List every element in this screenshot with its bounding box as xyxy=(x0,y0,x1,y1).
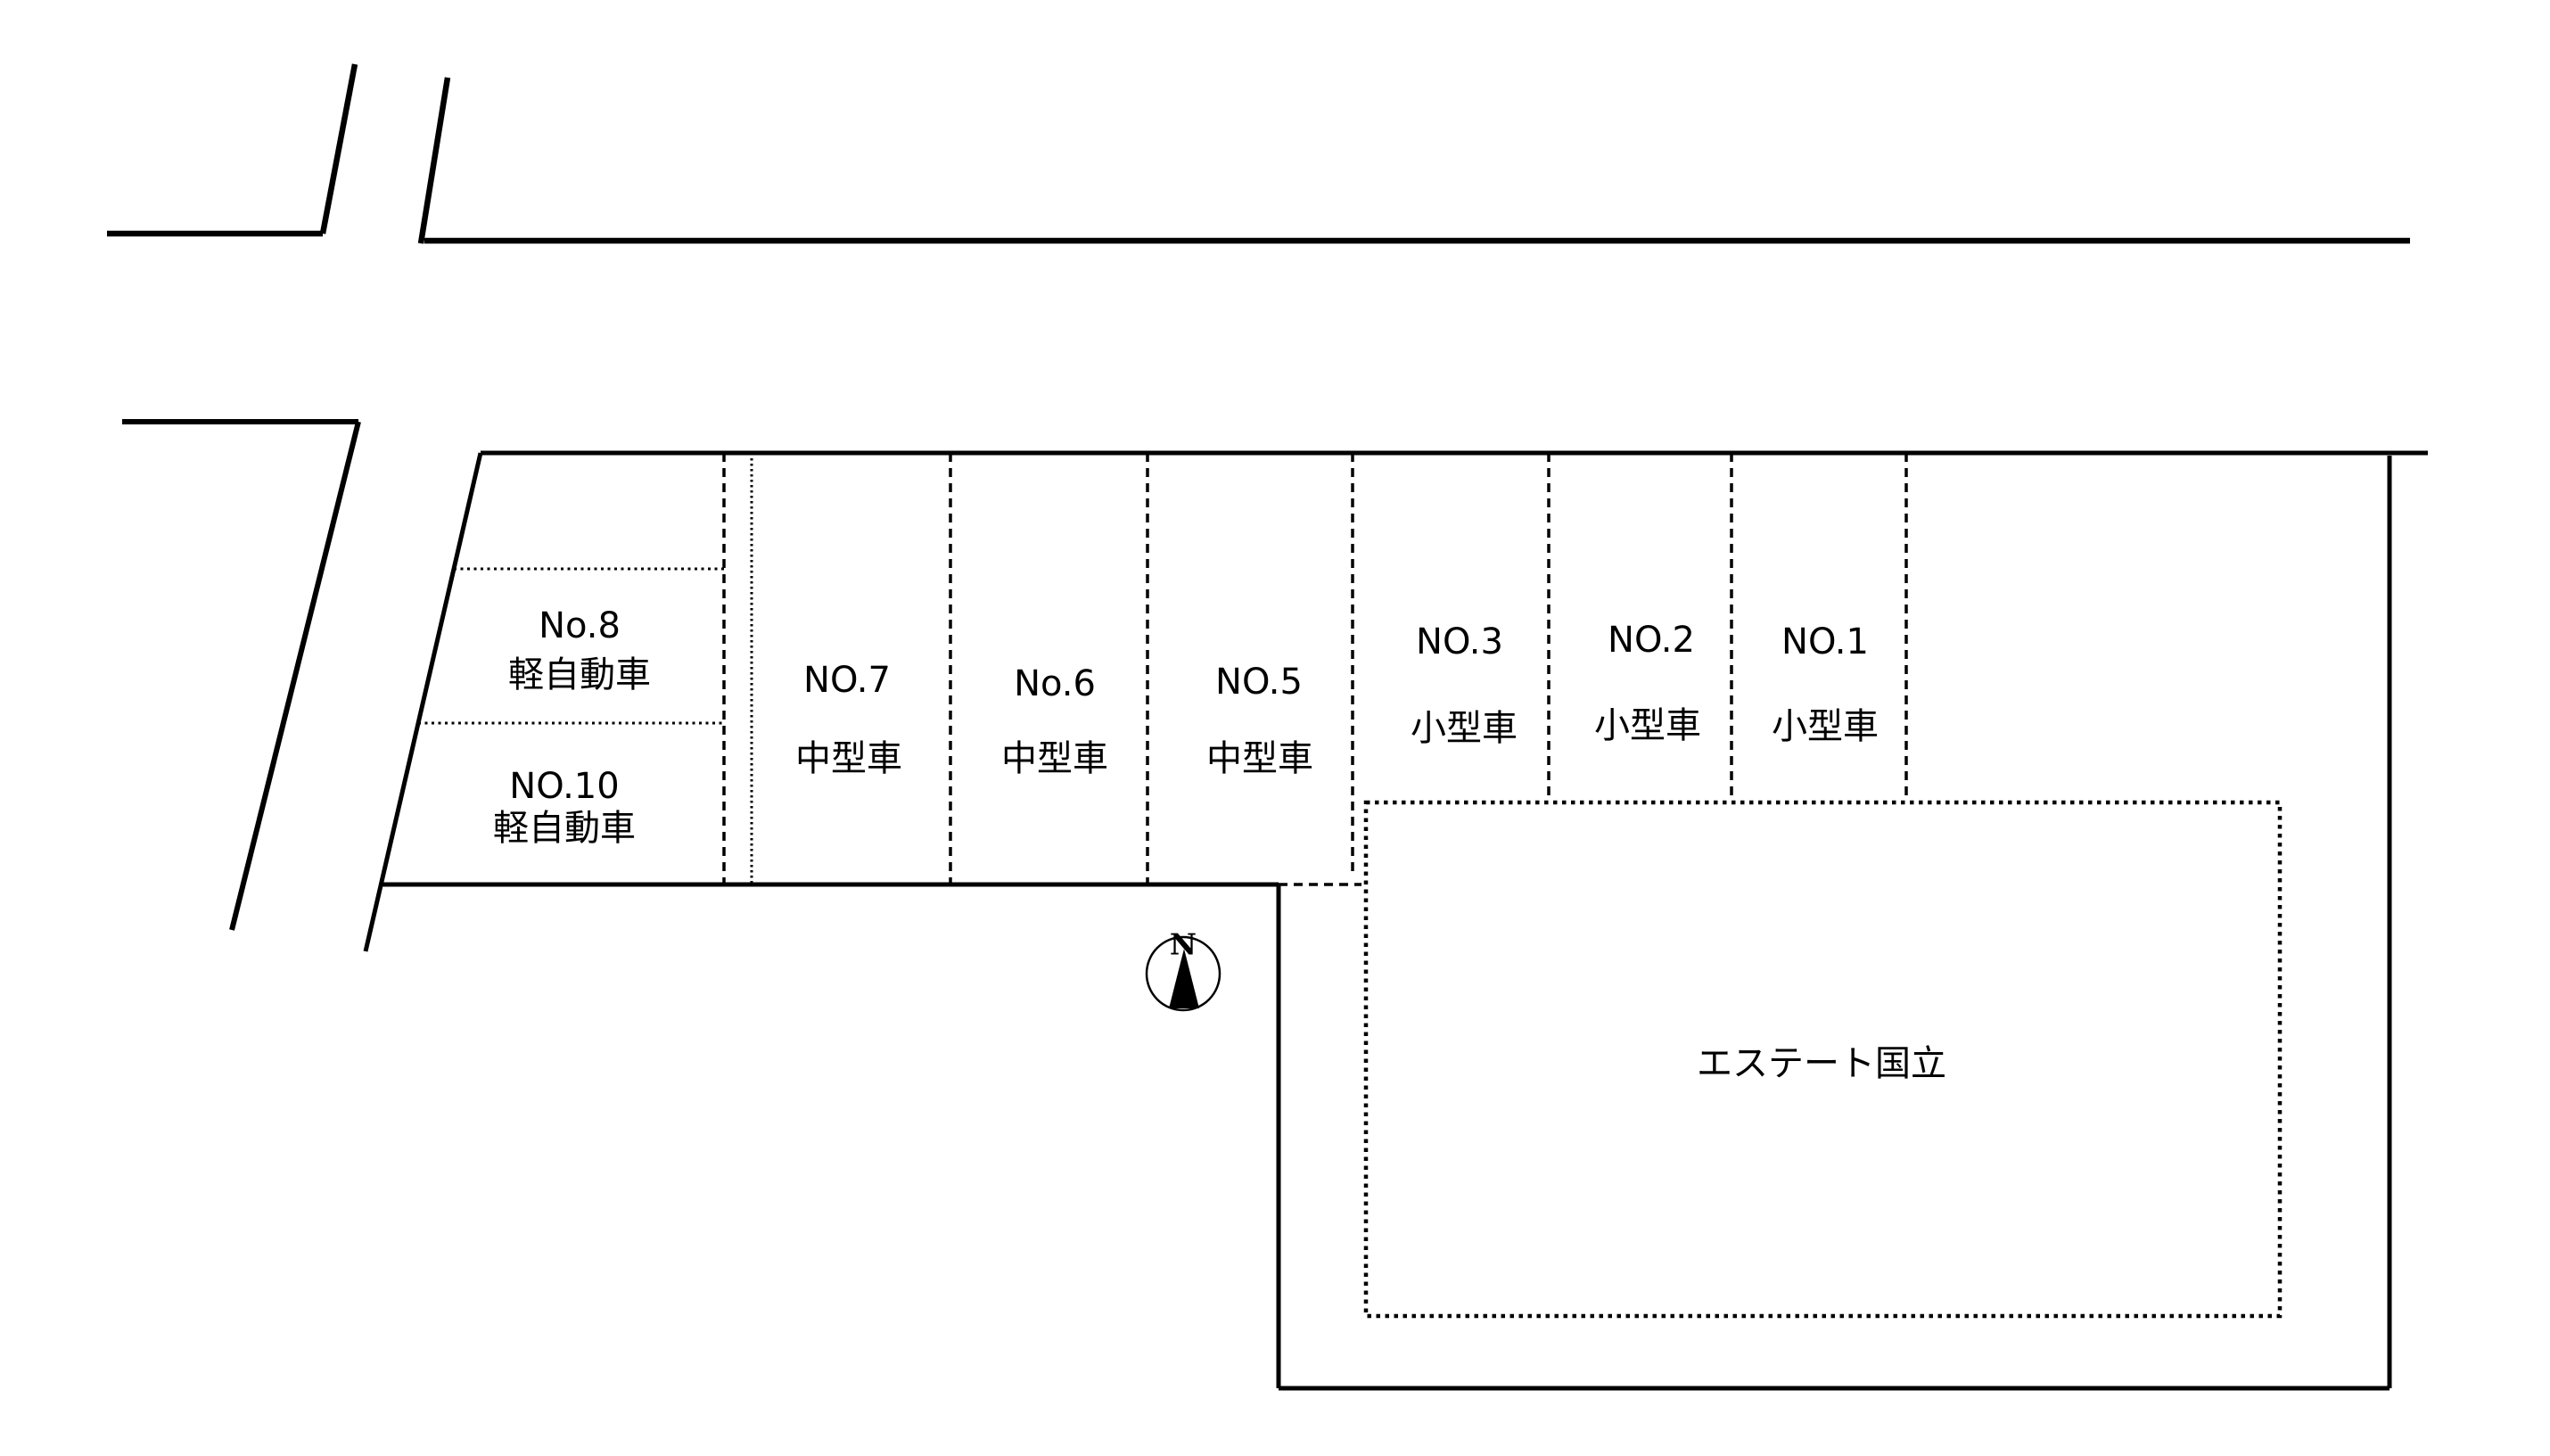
space-no1-type: 小型車 xyxy=(1772,706,1879,747)
space-no10-number: NO.10 xyxy=(509,766,620,807)
space-no2-type: 小型車 xyxy=(1594,705,1701,746)
building-dotted-rect xyxy=(1363,800,2283,1319)
space-no3-number: NO.3 xyxy=(1416,621,1503,662)
space-no3-type: 小型車 xyxy=(1411,708,1518,749)
space-no2-number: NO.2 xyxy=(1608,620,1695,661)
road-break-mark xyxy=(417,77,451,244)
space-no5-number: NO.5 xyxy=(1215,662,1303,703)
building-outline xyxy=(1363,800,2283,1319)
space-no6-number: No.6 xyxy=(1014,663,1096,704)
compass-north-label: N xyxy=(1169,926,1197,962)
road-edge-left xyxy=(122,419,361,931)
space-no5-type: 中型車 xyxy=(1206,738,1313,779)
road-edge-upper xyxy=(107,63,2410,244)
building-label: エステート国立 xyxy=(1697,1043,1946,1084)
space-no7-number: NO.7 xyxy=(803,660,891,701)
space-no8-type: 軽自動車 xyxy=(508,654,651,695)
space-no1-number: NO.1 xyxy=(1781,621,1869,662)
boundary-left-slant xyxy=(363,452,483,952)
compass-circle xyxy=(1145,935,1222,1012)
road-break-mark xyxy=(319,63,358,234)
space-no6-type: 中型車 xyxy=(1001,738,1108,779)
compass-needle xyxy=(1169,949,1199,1008)
space-divider-lines xyxy=(418,453,1908,886)
space-no7-type: 中型車 xyxy=(795,738,902,779)
road-line xyxy=(229,421,361,931)
compass-north-icon xyxy=(1145,935,1222,1012)
space-no10-type: 軽自動車 xyxy=(493,808,636,849)
space-no8-number: No.8 xyxy=(539,605,621,646)
parking-lot-boundary xyxy=(363,450,2428,1391)
